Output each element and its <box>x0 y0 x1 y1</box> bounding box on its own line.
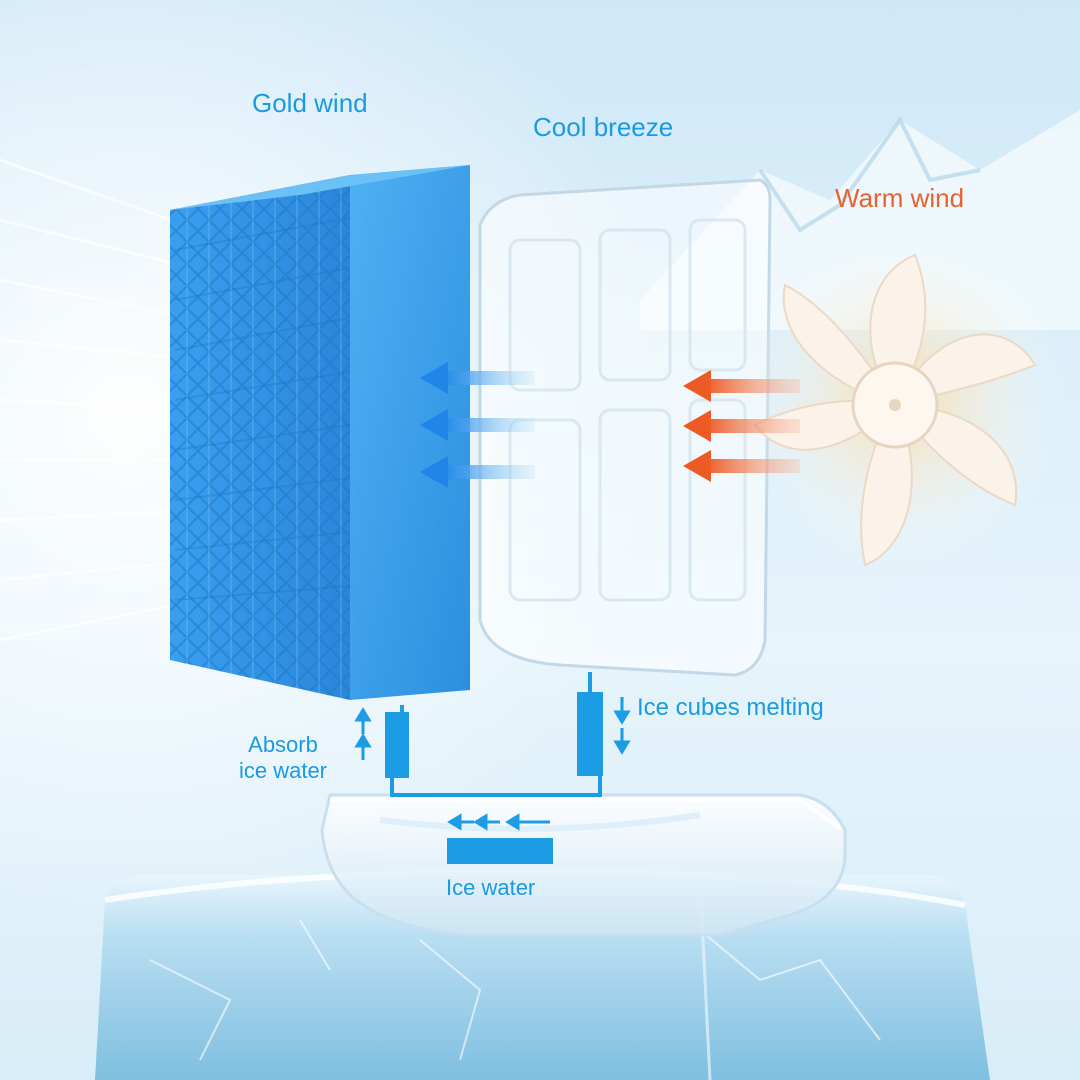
honeycomb-filter <box>170 165 470 700</box>
orange-arrow-icon <box>683 370 800 482</box>
down-arrow-icon <box>613 697 631 755</box>
water-tray <box>320 793 847 937</box>
label-absorb-ice-water: Absorb ice water <box>228 732 338 785</box>
pipe-left <box>385 712 409 778</box>
label-warm-wind: Warm wind <box>835 183 965 213</box>
label-cool-breeze: Cool breeze <box>533 112 674 142</box>
ice-water-bar <box>447 838 553 864</box>
label-ice-water: Ice water <box>446 875 536 900</box>
wind-lines <box>0 158 201 642</box>
fan-icon <box>753 253 1037 567</box>
label-absorb-line2: ice water <box>238 758 328 784</box>
label-ice-cubes-melting: Ice cubes melting <box>637 694 824 721</box>
ice-pack <box>478 178 772 677</box>
pipe-right <box>577 692 603 776</box>
label-gold-wind: Gold wind <box>252 88 368 118</box>
blue-arrow-icon <box>420 362 535 488</box>
up-arrow-icon <box>354 707 372 760</box>
label-absorb-line1: Absorb <box>248 732 318 757</box>
left-arrow-icon <box>447 813 550 831</box>
ice-block <box>95 868 990 1080</box>
